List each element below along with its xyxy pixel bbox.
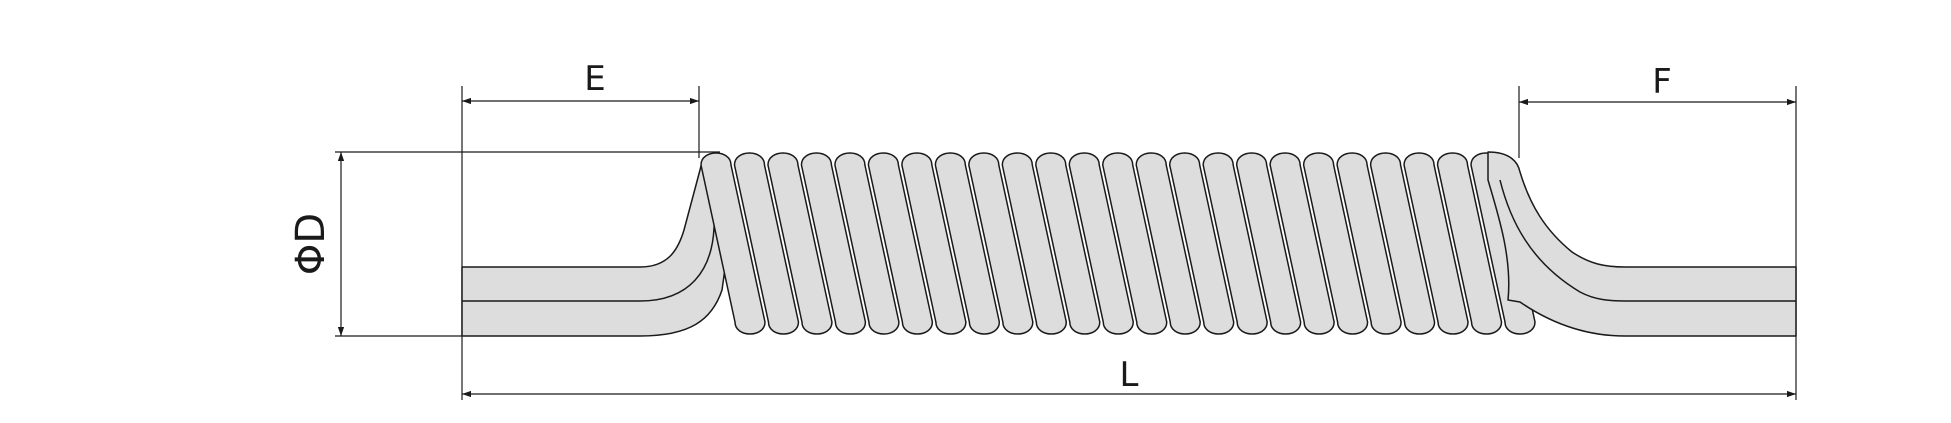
coil-turn — [1101, 152, 1168, 335]
coil-turn — [901, 152, 967, 335]
coil-turn — [1202, 152, 1268, 335]
label-e: E — [584, 59, 605, 99]
coiled-tube — [461, 151, 1797, 337]
coil-turn — [1001, 152, 1068, 335]
coil-turn — [1436, 152, 1503, 335]
coil-turn — [1269, 152, 1335, 335]
label-l: L — [1120, 355, 1139, 395]
coil-turn — [1168, 152, 1235, 335]
coil-turn — [1369, 152, 1436, 335]
dimension-l: L — [461, 336, 1796, 400]
coil-turns — [700, 152, 1536, 335]
coil-turn — [1135, 152, 1201, 335]
coil-turn — [800, 152, 867, 335]
coil-turn — [1068, 152, 1135, 335]
coil-turn — [834, 152, 900, 335]
coil-turn — [968, 152, 1034, 335]
coil-turn — [767, 152, 833, 335]
coil-turn — [867, 152, 934, 335]
coil-turn — [1336, 152, 1402, 335]
label-d: ΦD — [288, 213, 334, 275]
coil-turn — [934, 152, 1001, 335]
coil-turn — [1235, 152, 1302, 335]
right-tube-centerline — [1499, 179, 1796, 302]
left-straight-tube — [461, 153, 731, 337]
coil-turn — [700, 152, 766, 335]
dimension-f: F — [1518, 62, 1797, 400]
label-f: F — [1652, 62, 1672, 102]
right-straight-tube — [1487, 151, 1797, 337]
coil-turn — [1302, 152, 1369, 335]
coil-turn — [1035, 152, 1101, 335]
dimension-d: ΦD — [288, 151, 720, 337]
coil-turn — [1403, 152, 1469, 335]
coil-turn — [733, 152, 800, 335]
